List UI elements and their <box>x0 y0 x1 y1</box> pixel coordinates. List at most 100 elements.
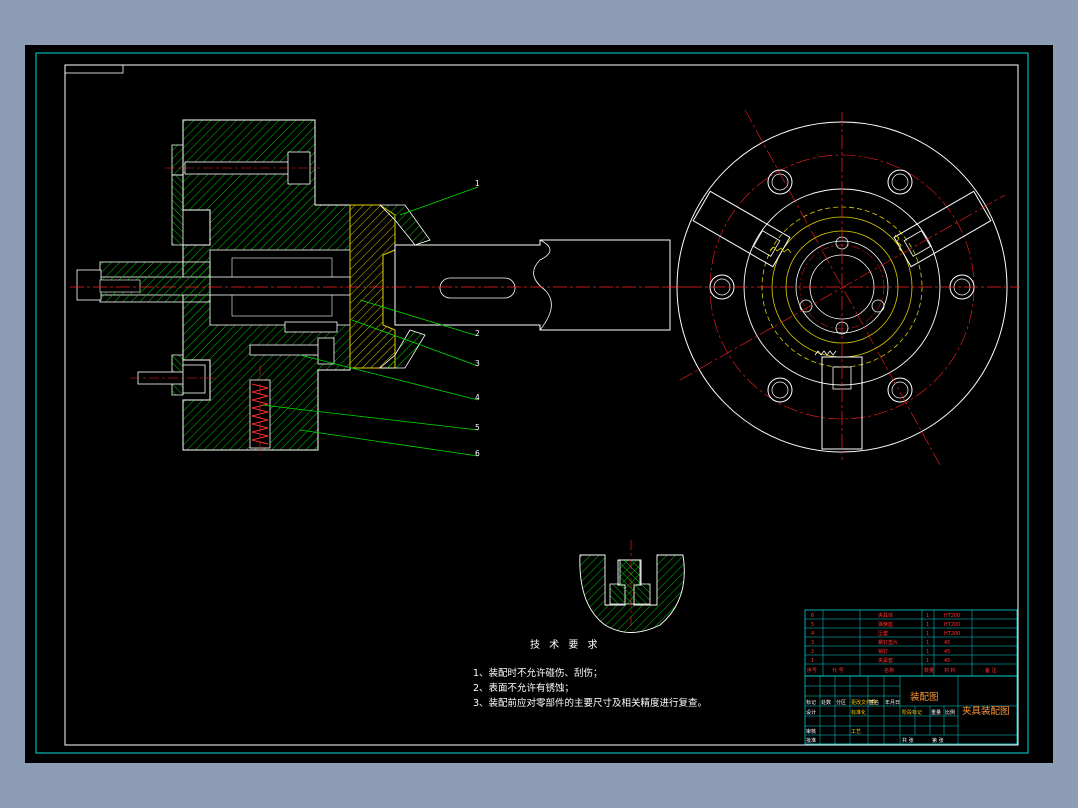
part-no: 4 <box>811 631 814 637</box>
rod-thread <box>99 279 141 293</box>
bolt-hole <box>891 381 909 399</box>
part-name: 夹具体 <box>878 612 893 619</box>
drawing-title: 夹具装配图 <box>962 705 1010 717</box>
tech-req-note-3: 3、装配前应对零部件的主要尺寸及相关精度进行复查。 <box>473 697 707 709</box>
technical-requirements: 技 术 要 求 1、装配时不允许碰伤、刮伤； 2、表面不允许有锈蚀； 3、装配前… <box>473 638 707 709</box>
leader-6 <box>299 429 479 457</box>
parts-header-remark: 备 注 <box>985 667 997 674</box>
title-block-frame <box>804 675 1018 745</box>
leader-label-4: 4 <box>475 393 480 402</box>
gear-teeth-arc <box>814 350 837 356</box>
t-slot-key <box>609 559 651 605</box>
leader-label-3: 3 <box>475 359 480 368</box>
leader-label-2: 2 <box>475 329 480 338</box>
tb-label-change: 更改文件号 <box>851 699 876 706</box>
part-qty: 1 <box>926 649 929 655</box>
screw-3 <box>284 321 338 333</box>
tb-label-total-sheets: 共 张 <box>902 737 914 744</box>
title-block: 装配图 夹具装配图 标记 处数 分区 更改文件号 签名 年月日 设计 标准化 审… <box>804 675 1018 745</box>
bolt-hole <box>887 377 913 403</box>
inner-frame <box>64 64 1019 746</box>
corner-code-box <box>64 64 124 74</box>
part-no: 6 <box>811 613 814 619</box>
part-qty: 1 <box>926 631 929 637</box>
tb-label-review: 审核 <box>806 728 816 735</box>
part-qty: 1 <box>926 640 929 646</box>
center-screw <box>871 299 885 313</box>
tb-label-scale: 比例 <box>945 709 955 716</box>
tb-label-design: 设计 <box>806 709 816 716</box>
end-view-diag-centerline <box>679 194 1006 381</box>
leader-3 <box>351 319 479 367</box>
tech-req-title: 技 术 要 求 <box>530 638 601 651</box>
tb-label-date: 年月日 <box>885 699 900 706</box>
workpiece-break <box>533 239 552 331</box>
part-qty: 1 <box>926 658 929 664</box>
tb-label-process: 工艺 <box>851 729 861 735</box>
part-material: 45 <box>944 640 950 646</box>
screw-4-head <box>317 337 335 365</box>
leader-4 <box>299 354 479 401</box>
parts-header-qty: 数量 <box>924 667 934 674</box>
section-view <box>70 119 690 455</box>
screw-4 <box>249 344 323 356</box>
center-screw <box>799 299 813 313</box>
end-view <box>665 109 1020 466</box>
gear-teeth-arc <box>769 246 792 254</box>
jaw-body <box>692 190 791 268</box>
tb-label-mark: 标记 <box>806 699 816 706</box>
leader-5 <box>261 404 479 431</box>
tech-req-note-2: 2、表面不允许有锈蚀； <box>473 682 574 694</box>
bolt-hole <box>891 173 909 191</box>
tb-label-weight: 重量 <box>931 709 941 716</box>
part-material: 45 <box>944 658 950 664</box>
part-material: HT200 <box>944 631 960 637</box>
workpiece-slot <box>439 277 516 299</box>
part-no: 1 <box>811 658 814 664</box>
t-slot-detail <box>579 540 685 633</box>
tb-label-approve: 批准 <box>806 737 816 744</box>
workpiece-shaft <box>394 239 671 331</box>
flange-step <box>171 144 184 176</box>
parts-header-no: 序号 <box>807 667 817 674</box>
part-name: 弹簧座 <box>878 621 893 628</box>
jaw-slot <box>903 230 932 257</box>
part-material: HT200 <box>944 613 960 619</box>
bolt-hole <box>887 169 913 195</box>
tb-label-sign: 签名 <box>869 699 879 706</box>
leader-1 <box>399 186 479 216</box>
bolt-hole <box>771 381 789 399</box>
part-name: 夹紧套 <box>878 657 893 664</box>
left-bolt-head <box>182 364 206 394</box>
parts-header-name: 名称 <box>884 667 894 674</box>
leader-2 <box>359 299 479 337</box>
tb-label-sheet-no: 第 张 <box>932 737 944 744</box>
bolt-hole <box>767 377 793 403</box>
part-qty: 1 <box>926 613 929 619</box>
tb-label-stage: 阶段标记 <box>902 709 922 716</box>
clamp-nose-top <box>379 204 431 246</box>
leader-label-5: 5 <box>475 423 480 432</box>
gear-teeth-arc <box>894 234 904 253</box>
part-name: 销钉 <box>878 648 888 655</box>
bolt-holes <box>709 169 975 403</box>
rod-end <box>76 269 102 301</box>
part-no: 2 <box>811 649 814 655</box>
part-qty: 1 <box>926 622 929 628</box>
tb-label-count: 处数 <box>821 699 831 706</box>
jaw-body <box>821 356 863 450</box>
bolt-hole <box>767 169 793 195</box>
part-material: 45 <box>944 649 950 655</box>
tb-label-standard: 标准化 <box>851 709 866 716</box>
tb-label-zone: 分区 <box>836 699 846 706</box>
drawing-name: 装配图 <box>910 691 939 703</box>
leader-label-1: 1 <box>475 179 480 188</box>
flange-lower <box>171 174 184 246</box>
part-no: 3 <box>811 640 814 646</box>
outer-frame <box>35 52 1029 754</box>
part-name: 压套 <box>878 630 888 637</box>
leader-label-6: 6 <box>475 449 480 458</box>
part-material: HT200 <box>944 622 960 628</box>
